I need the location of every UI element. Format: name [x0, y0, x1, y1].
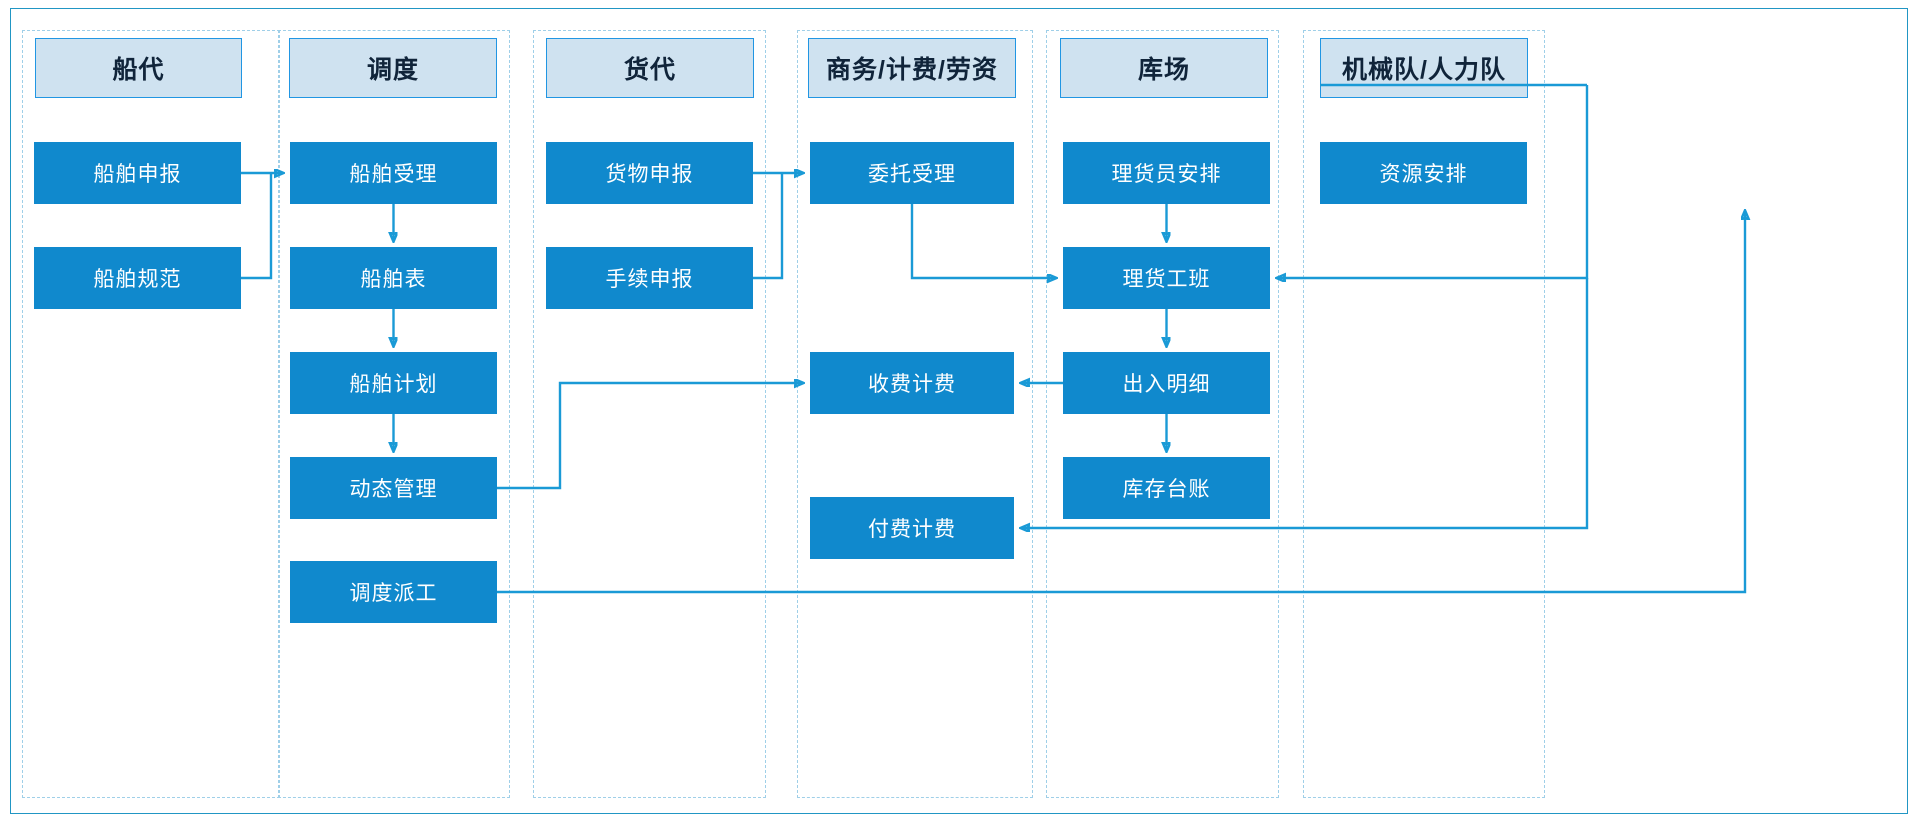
dept-header-diaodu: 调度	[289, 38, 497, 98]
node-fufei-jifei[interactable]: 付费计费	[810, 497, 1014, 559]
node-diaodu-paigong[interactable]: 调度派工	[290, 561, 497, 623]
node-kucun-taizhang[interactable]: 库存台账	[1063, 457, 1270, 519]
node-chuanbo-shouli[interactable]: 船舶受理	[290, 142, 497, 204]
node-chuanbo-guifan[interactable]: 船舶规范	[34, 247, 241, 309]
dept-header-huodai: 货代	[546, 38, 754, 98]
node-weituo-shouli[interactable]: 委托受理	[810, 142, 1014, 204]
node-chuanbo-shenbao[interactable]: 船舶申报	[34, 142, 241, 204]
dept-header-kuchang: 库场	[1060, 38, 1268, 98]
swimlane-chuandai	[22, 30, 280, 798]
node-shoufei-jifei[interactable]: 收费计费	[810, 352, 1014, 414]
node-ziyuan-anpai[interactable]: 资源安排	[1320, 142, 1527, 204]
dept-header-shangwu: 商务/计费/劳资	[808, 38, 1016, 98]
node-huowu-shenbao[interactable]: 货物申报	[546, 142, 753, 204]
node-lihuo-gongban[interactable]: 理货工班	[1063, 247, 1270, 309]
dept-header-jixiedui: 机械队/人力队	[1320, 38, 1528, 98]
node-chuanbo-jihua[interactable]: 船舶计划	[290, 352, 497, 414]
node-shouxu-shenbao[interactable]: 手续申报	[546, 247, 753, 309]
node-lihuoyuan-anpai[interactable]: 理货员安排	[1063, 142, 1270, 204]
dept-header-chuandai: 船代	[35, 38, 242, 98]
node-dongtai-guanli[interactable]: 动态管理	[290, 457, 497, 519]
node-chuanbo-biao[interactable]: 船舶表	[290, 247, 497, 309]
node-churu-mingxi[interactable]: 出入明细	[1063, 352, 1270, 414]
